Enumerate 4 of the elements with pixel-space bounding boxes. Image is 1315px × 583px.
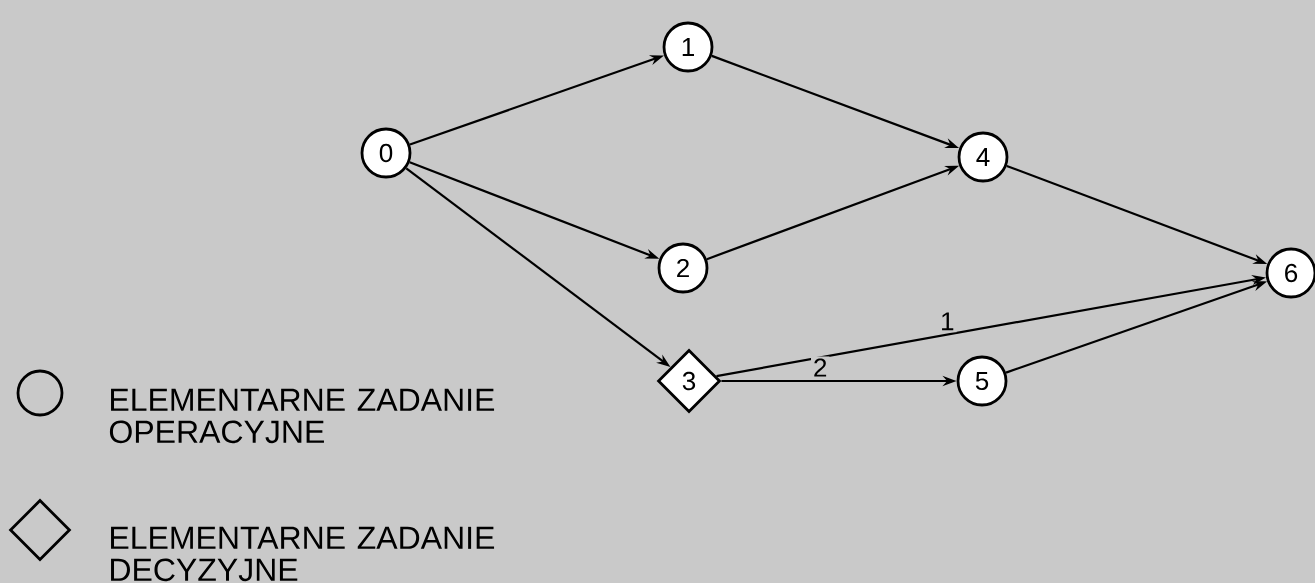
legend-text: ELEMENTARNE ZADANIE DECYZYJNE xyxy=(111,526,495,582)
edge-label: 1 xyxy=(942,312,954,331)
legend-text: ELEMENTARNE ZADANIE OPERACYJNE xyxy=(109,388,495,444)
edge-label: 2 xyxy=(814,358,827,377)
